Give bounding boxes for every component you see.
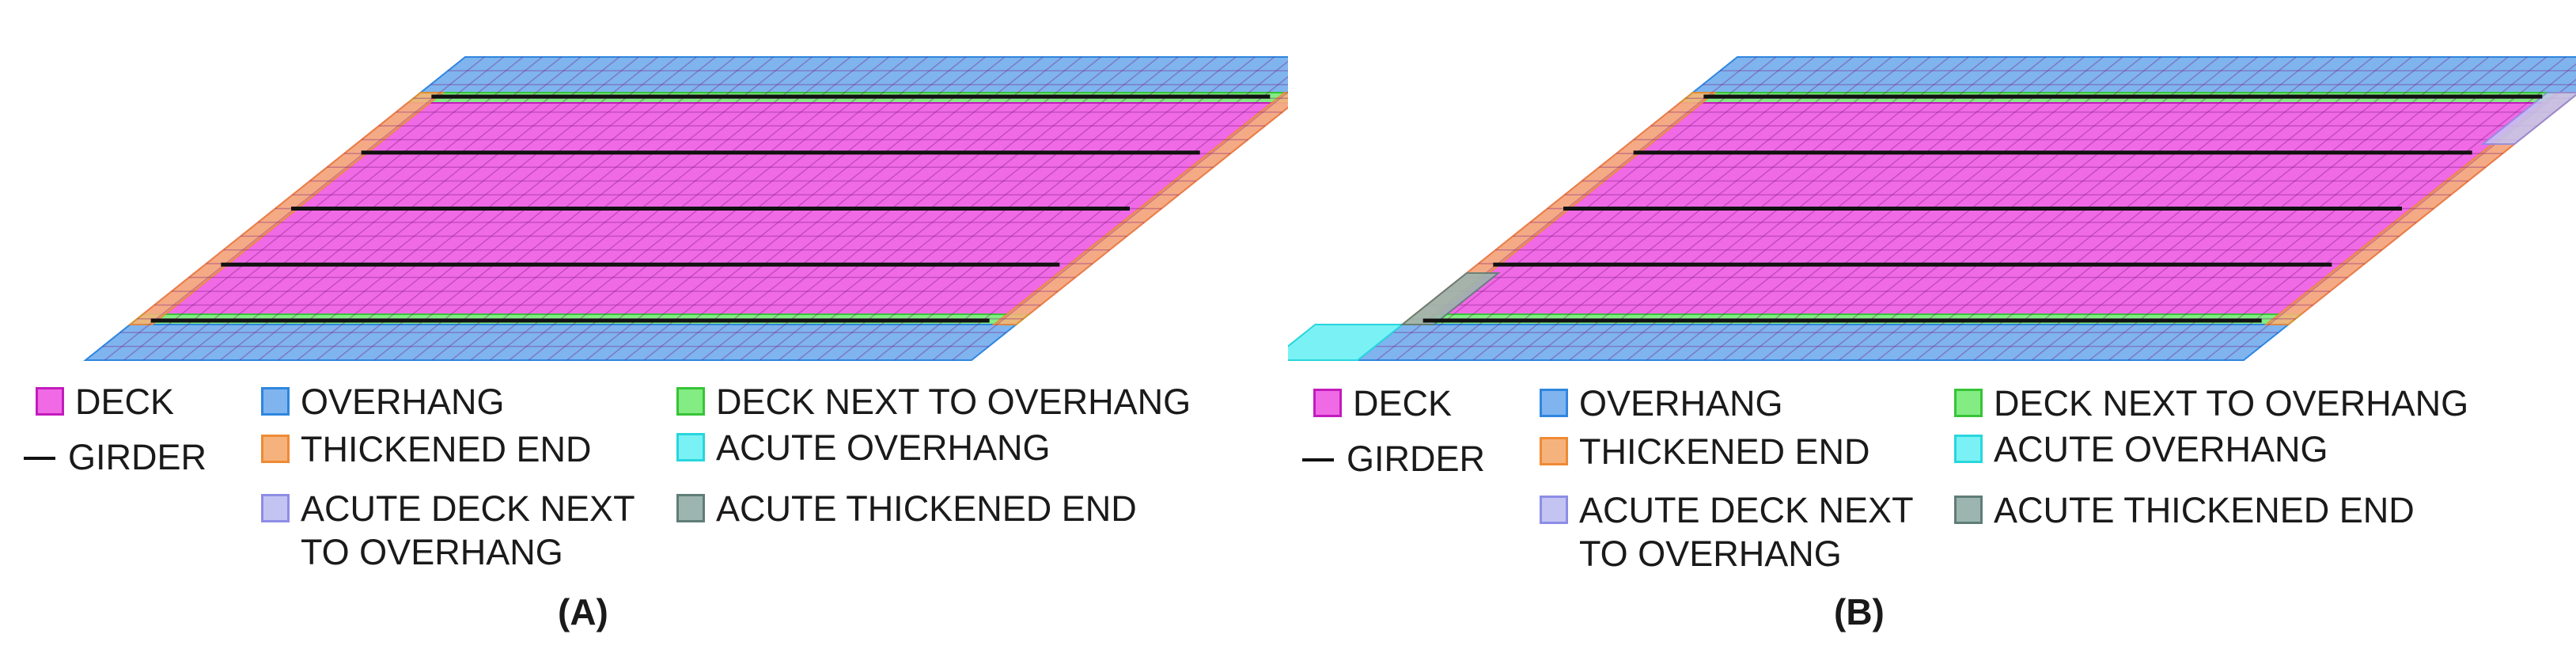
legend-label-deck: DECK (1353, 383, 1453, 423)
legend-item-acute-deck-next-to-overhang: ACUTE DECK NEXT TO OVERHANG (1540, 488, 1914, 575)
legend-label-line2: TO OVERHANG (301, 532, 563, 572)
legend-label-acute-deck-next-to-overhang: ACUTE DECK NEXT TO OVERHANG (301, 487, 635, 574)
legend-label-acute-deck-next-to-overhang: ACUTE DECK NEXT TO OVERHANG (1579, 488, 1914, 575)
bridge-deck-mesh-b (1288, 56, 2576, 361)
deck-next-to-overhang-swatch (1954, 389, 1983, 417)
legend-label-girder: GIRDER (68, 437, 207, 477)
legend-item-overhang: OVERHANG (1540, 382, 1783, 425)
legend-item-girder: GIRDER (24, 435, 206, 479)
legend-item-acute-overhang: ACUTE OVERHANG (676, 426, 1051, 469)
legend-item-thickened-end: THICKENED END (261, 427, 592, 471)
legend-item-acute-thickened-end: ACUTE THICKENED END (676, 487, 1137, 530)
legend-label-deck: DECK (75, 382, 175, 422)
legend-item-thickened-end: THICKENED END (1540, 430, 1870, 473)
overhang-strip-bottom (83, 324, 1019, 361)
legend-item-acute-thickened-end: ACUTE THICKENED END (1954, 488, 2415, 532)
girder-line-swatch (24, 457, 55, 460)
legend-item-deck-next-to-overhang: DECK NEXT TO OVERHANG (676, 380, 1191, 423)
panel-caption-b: (B) (1834, 591, 1885, 632)
thickened-end-right (991, 92, 1288, 325)
acute-thickened-end-swatch (1954, 496, 1983, 524)
legend-item-acute-deck-next-to-overhang: ACUTE DECK NEXT TO OVERHANG (261, 487, 635, 574)
legend-item-overhang: OVERHANG (261, 380, 505, 423)
legend-label-line2: TO OVERHANG (1579, 534, 1842, 574)
legend-label-overhang: OVERHANG (1579, 383, 1783, 423)
legend-label-acute-overhang: ACUTE OVERHANG (716, 427, 1051, 468)
legend-item-deck: DECK (1313, 382, 1452, 425)
mesh-line (952, 91, 1288, 361)
legend-a: DECK GIRDER OVERHANG THICKENED END ACUTE… (0, 372, 1288, 594)
legend-label-deck-next-to-overhang: DECK NEXT TO OVERHANG (716, 382, 1191, 422)
legend-label-acute-thickened-end: ACUTE THICKENED END (716, 488, 1137, 529)
acute-thickened-end-bottom-left (1400, 272, 1501, 325)
legend-label-line1: ACUTE DECK NEXT (1579, 490, 1914, 530)
acute-thickened-end-swatch (676, 494, 705, 522)
legend-item-deck-next-to-overhang: DECK NEXT TO OVERHANG (1954, 382, 2468, 425)
acute-deck-next-to-overhang-swatch (1540, 496, 1568, 524)
acute-overhang-bottom-left (1288, 324, 1405, 361)
overhang-strip-top (1690, 56, 2576, 93)
acute-deck-next-to-overhang-swatch (261, 494, 290, 522)
legend-label-acute-thickened-end: ACUTE THICKENED END (1994, 490, 2415, 530)
legend-item-acute-overhang: ACUTE OVERHANG (1954, 427, 2328, 471)
legend-label-overhang: OVERHANG (301, 382, 505, 422)
legend-label-acute-overhang: ACUTE OVERHANG (1994, 429, 2328, 469)
girder-line-swatch (1302, 458, 1334, 461)
overhang-strip-top (418, 56, 1288, 93)
thickened-end-swatch (261, 435, 290, 463)
legend-label-line1: ACUTE DECK NEXT (301, 488, 635, 529)
panel-caption-a: (A) (558, 591, 608, 632)
acute-overhang-swatch (1954, 435, 1983, 463)
thickened-end-swatch (1540, 437, 1568, 465)
legend-label-girder: GIRDER (1347, 439, 1486, 479)
overhang-swatch (1540, 389, 1568, 417)
legend-label-thickened-end: THICKENED END (301, 429, 592, 469)
overhang-swatch (261, 387, 290, 416)
legend-item-deck: DECK (36, 380, 174, 423)
deck-swatch (36, 387, 64, 416)
deck-next-to-overhang-swatch (676, 387, 705, 416)
legend-item-girder: GIRDER (1302, 437, 1485, 480)
bridge-deck-mesh-a (83, 56, 1288, 361)
legend-label-thickened-end: THICKENED END (1579, 431, 1870, 472)
acute-deck-next-to-overhang-top-right (2480, 92, 2576, 145)
acute-overhang-swatch (676, 433, 705, 461)
deck-swatch (1313, 389, 1342, 417)
legend-label-deck-next-to-overhang: DECK NEXT TO OVERHANG (1994, 383, 2469, 423)
legend-b: DECK GIRDER OVERHANG THICKENED END ACUTE… (1288, 372, 2576, 594)
